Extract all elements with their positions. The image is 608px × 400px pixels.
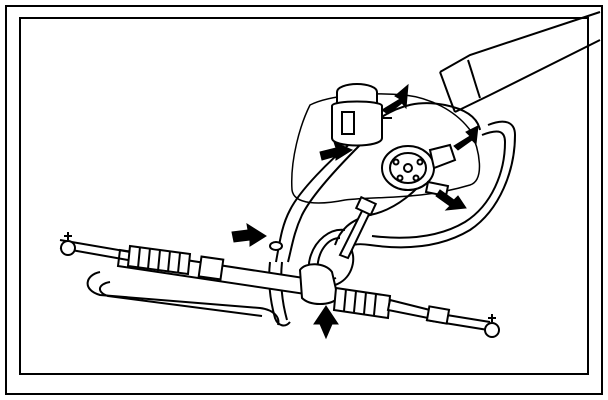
arrow-icon	[381, 83, 409, 115]
power-steering-pump	[381, 143, 457, 198]
inner-border	[19, 17, 589, 375]
steering-column	[439, 11, 601, 113]
arrow-icon	[313, 305, 339, 340]
arrow-icon	[435, 189, 467, 211]
arrow-icon	[231, 222, 267, 247]
arrow-icon	[453, 125, 479, 151]
outer-border	[5, 5, 603, 395]
fluid-reservoir	[331, 83, 392, 147]
arrow-icon	[319, 141, 354, 161]
hose-clamp	[269, 241, 283, 251]
tie-rods	[59, 232, 500, 338]
intermediate-shaft	[338, 195, 378, 260]
steering-rack	[116, 244, 432, 320]
callout-arrows	[231, 83, 479, 340]
